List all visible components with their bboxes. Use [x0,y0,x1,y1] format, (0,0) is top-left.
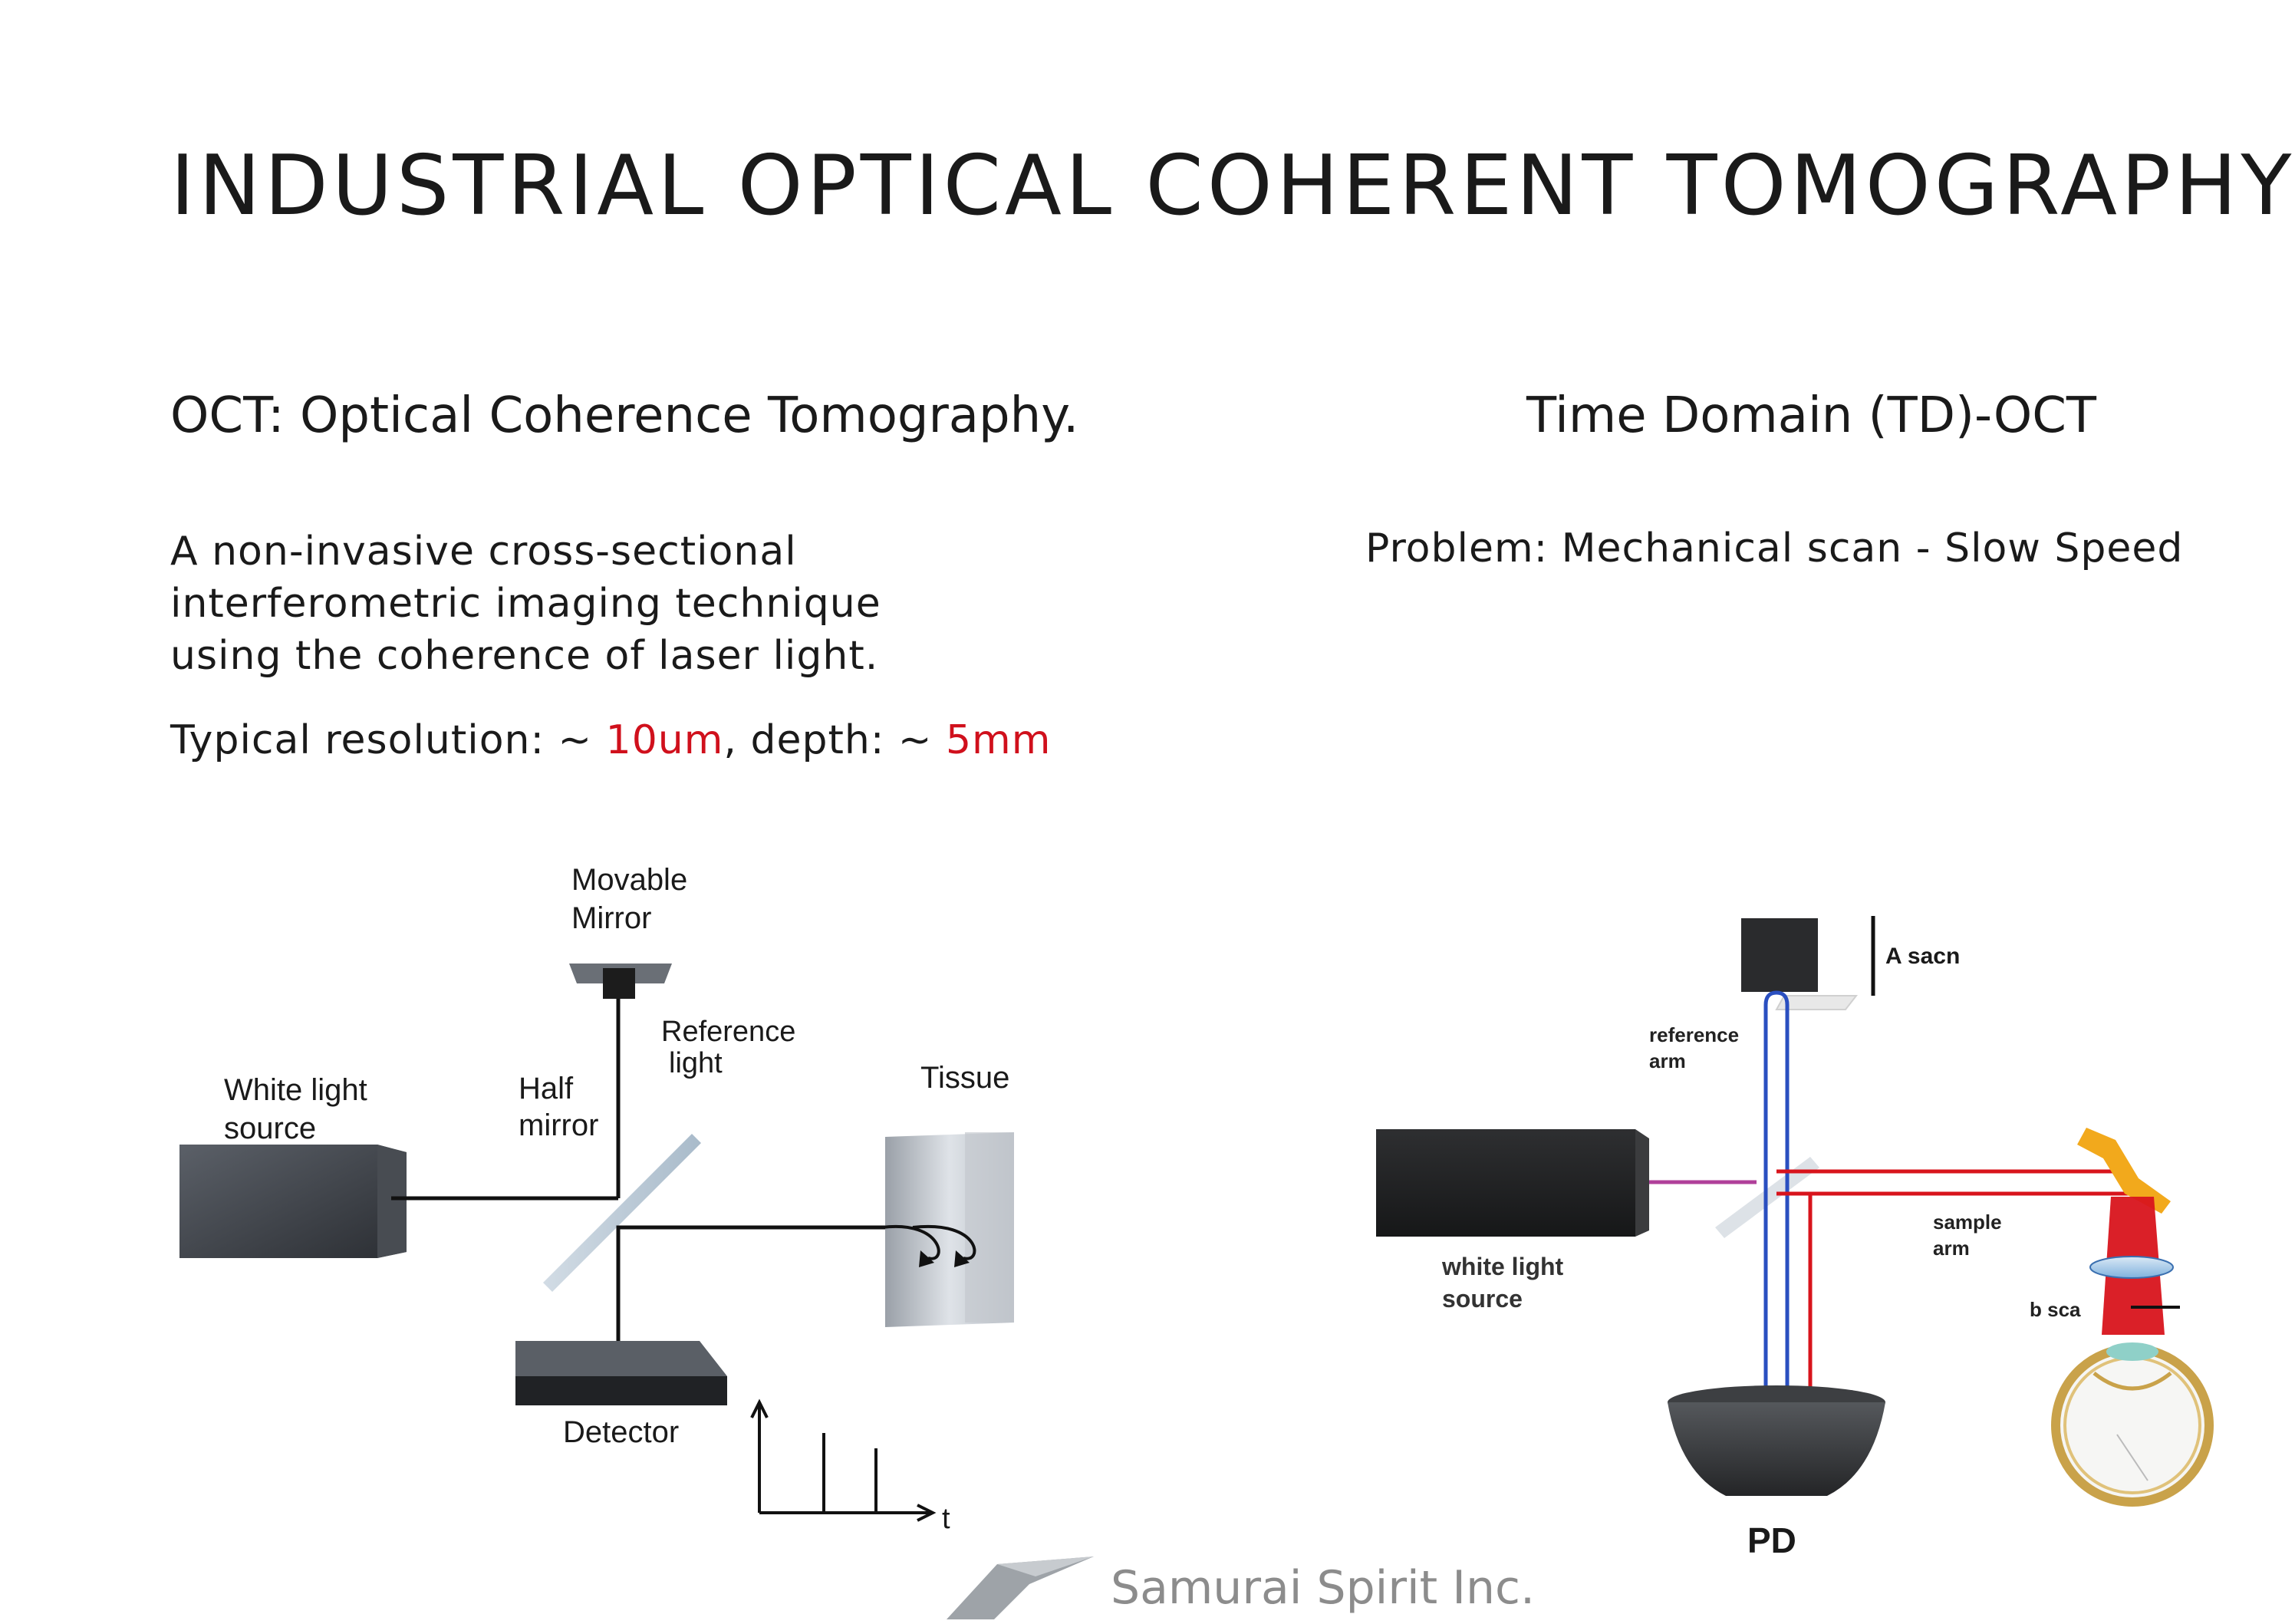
resolution-prefix: Typical resolution: ~ [170,717,606,763]
depth-value: 5mm [945,717,1052,763]
oct-heading: OCT: Optical Coherence Tomography. [170,387,1079,444]
td-oct-heading: Time Domain (TD)-OCT [1526,387,2096,444]
sample-arm-label-1: sample [1933,1211,2002,1234]
detector [515,1341,727,1405]
reference-arm-beam [1763,990,1790,1396]
mirror-shadow [1775,995,1859,1010]
scanning-mirror [2077,1128,2171,1214]
movable-mirror-label-2: Mirror [571,901,651,935]
td-white-light-source [1376,1129,1649,1237]
reference-light-label-2: light [669,1047,723,1079]
half-mirror-label-1: Half [519,1072,574,1105]
reflection-arrows-icon [881,1224,976,1267]
oct-description: A non-invasive cross-sectional interfero… [170,525,1167,682]
white-light-label-1: White light [224,1073,367,1107]
oct-description-line-2: interferometric imaging technique [170,581,881,627]
problem-statement: Problem: Mechanical scan - Slow Speed [1365,525,2184,572]
sample-arm-beam [1776,1169,2132,1396]
oct-interferometer-diagram: Movable Mirror Reference light White lig… [179,863,1014,1535]
td-white-light-label-2: source [1442,1285,1523,1313]
resolution-middle: , depth: ~ [723,717,946,763]
samurai-spirit-logo-icon [947,1556,1094,1619]
half-mirror [543,1134,701,1292]
company-name: Samurai Spirit Inc. [1111,1561,1536,1615]
photodetector [1668,1385,1885,1496]
time-axis-label: t [942,1503,950,1535]
white-light-source [179,1145,407,1258]
half-mirror-label-2: mirror [519,1108,598,1142]
beam-paths [391,999,968,1350]
white-light-label-2: source [224,1112,316,1145]
td-oct-diagram: A sacn reference arm white light source … [1376,916,2214,1560]
tissue-label: Tissue [920,1061,1009,1095]
movable-mirror [569,964,672,999]
objective-lens [2089,1256,2174,1279]
movable-mirror-label-1: Movable [571,863,687,897]
oct-description-line-1: A non-invasive cross-sectional [170,529,797,575]
reference-light-label-1: Reference [661,1016,795,1048]
reference-arm-label-2: arm [1649,1049,1686,1072]
resolution-line: Typical resolution: ~ 10um, depth: ~ 5mm [170,717,1051,763]
td-white-light-label-1: white light [1441,1253,1564,1280]
reference-mirror [1741,918,1818,992]
oct-description-line-3: using the coherence of laser light. [170,633,879,679]
detector-label: Detector [563,1415,679,1449]
eye-icon [2051,1342,2214,1507]
page-title: INDUSTRIAL OPTICAL COHERENT TOMOGRAPHY [170,138,2295,234]
sample-arm-label-2: arm [1933,1237,1970,1260]
reference-arm-label-1: reference [1649,1023,1739,1046]
a-scan-label: A sacn [1885,944,1960,969]
resolution-value: 10um [605,717,724,763]
signal-plot [750,1398,937,1522]
pd-label: PD [1747,1520,1796,1560]
b-scan-label: b sca [2030,1298,2081,1321]
